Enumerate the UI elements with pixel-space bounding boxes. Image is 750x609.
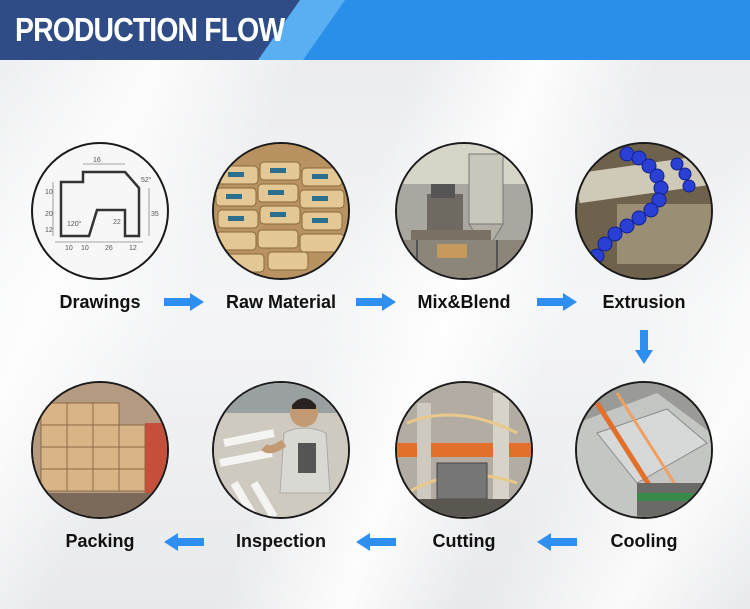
step-label-inspection: Inspection (235, 531, 326, 551)
dim-text: 20 (45, 211, 53, 218)
cutting-machine-icon (397, 383, 531, 517)
step-label-cutting: Cutting (432, 531, 496, 551)
step-label-cooling: Cooling (610, 531, 678, 551)
step-label-drawings: Drawings (59, 292, 141, 312)
packing-image (31, 381, 169, 519)
extrusion-image (575, 142, 713, 280)
arrow-right-icon (356, 293, 396, 311)
technical-drawing-icon: 16 52° 10 20 12 120° 22 35 10 10 26 12 (45, 157, 159, 252)
arrow-left-icon (537, 533, 577, 551)
dim-text: 10 (45, 189, 53, 196)
step-label-raw-material: Raw Material (225, 292, 337, 312)
dim-text: 10 (81, 245, 89, 252)
raw-material-image (212, 142, 350, 280)
arrow-right-icon (537, 293, 577, 311)
extrusion-hose-icon (577, 144, 711, 278)
inspection-image (212, 381, 350, 519)
page-title: PRODUCTION FLOW (15, 11, 285, 48)
arrow-right-icon (164, 293, 204, 311)
cutting-image (395, 381, 533, 519)
mixer-machine-icon (397, 144, 531, 278)
arrow-left-icon (356, 533, 396, 551)
dim-text: 16 (93, 157, 101, 164)
dim-text: 10 (65, 245, 73, 252)
dim-text: 12 (129, 245, 137, 252)
dim-text: 12 (45, 227, 53, 234)
drawings-image: 16 52° 10 20 12 120° 22 35 10 10 26 12 (31, 142, 169, 280)
step-label-extrusion: Extrusion (602, 292, 686, 312)
mix-blend-image (395, 142, 533, 280)
dim-text: 26 (105, 245, 113, 252)
dim-text: 35 (151, 211, 159, 218)
cooling-tank-icon (577, 383, 711, 517)
step-label-packing: Packing (65, 531, 135, 551)
boxes-icon (33, 383, 167, 517)
dim-text: 22 (113, 219, 121, 226)
dim-text: 52° (141, 176, 152, 184)
step-label-mix-blend: Mix&Blend (417, 292, 511, 312)
sacks-icon (214, 144, 348, 278)
worker-inspection-icon (214, 383, 348, 517)
cooling-image (575, 381, 713, 519)
arrow-down-icon (635, 330, 653, 364)
arrow-left-icon (164, 533, 204, 551)
title-box (0, 0, 300, 60)
dim-text: 120° (67, 220, 82, 228)
